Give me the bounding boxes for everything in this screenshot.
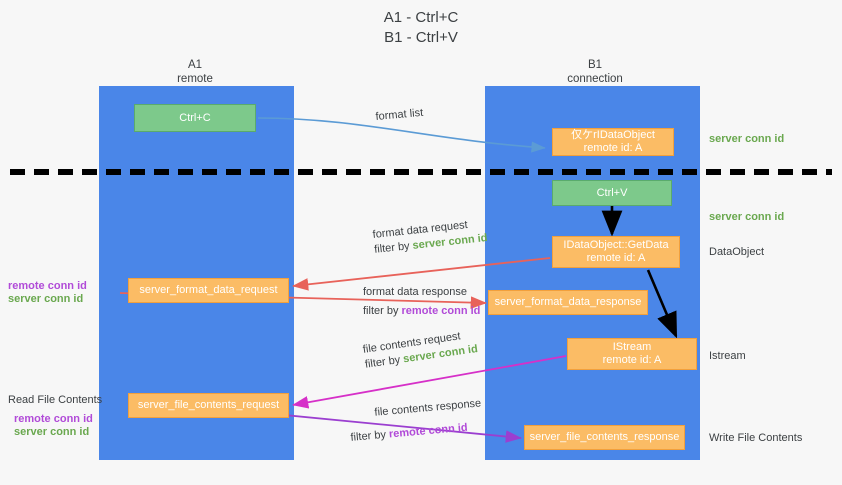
flow-label-format-list-text: format list — [375, 106, 424, 123]
box-getdata-line1: IDataObject::GetData — [563, 239, 669, 251]
box-getdata-line2: remote id: A — [586, 252, 646, 264]
box-idataobject-top[interactable]: 仅ケrIDataObject remote id: A — [552, 128, 674, 156]
box-server-file-contents-request[interactable]: server_file_contents_request — [128, 393, 289, 418]
box-server-file-contents-response-label: server_file_contents_response — [529, 431, 680, 443]
arrow-file-contents-request — [292, 355, 567, 409]
filter-prefix: filter by — [363, 305, 399, 317]
column-header-a1-sub: remote — [177, 73, 213, 85]
box-idataobject-getdata[interactable]: IDataObject::GetData remote id: A — [552, 236, 680, 268]
column-header-a1-name: A1 — [187, 59, 203, 71]
left-label-server-conn-id-2: server conn id — [14, 426, 90, 438]
box-idataobject-top-line1: 仅ケrIDataObject — [571, 129, 655, 141]
title-line-1: A1 - Ctrl+C — [383, 9, 459, 26]
box-server-file-contents-response[interactable]: server_file_contents_response — [524, 425, 685, 450]
box-server-format-data-request-label: server_format_data_request — [139, 284, 278, 296]
arrow-getdata-to-istream — [646, 269, 678, 339]
box-istream[interactable]: IStream remote id: A — [567, 338, 697, 370]
column-header-b1-name: B1 — [587, 59, 603, 71]
box-istream-line2: remote id: A — [602, 354, 662, 366]
box-istream-line1: IStream — [612, 341, 652, 353]
column-header-b1: B1 connection — [530, 58, 660, 86]
box-ctrl-v[interactable]: Ctrl+V — [552, 180, 672, 206]
left-label-server-conn-id-1: server conn id — [8, 293, 84, 305]
box-server-format-data-response[interactable]: server_format_data_response — [488, 290, 648, 315]
filter-value-remote-conn-id: remote conn id — [401, 305, 481, 317]
flow-label-format-data-response: format data response filter by remote co… — [363, 285, 480, 319]
box-server-file-contents-request-label: server_file_contents_request — [137, 399, 280, 411]
box-server-format-data-request[interactable]: server_format_data_request — [128, 278, 289, 303]
arrow-format-data-request — [292, 257, 551, 291]
right-label-write-file-contents: Write File Contents — [709, 432, 803, 444]
filter-prefix: filter by — [350, 428, 387, 444]
filter-prefix: filter by — [364, 353, 402, 371]
left-label-read-file-contents: Read File Contents — [8, 394, 103, 406]
arrow-format-list — [257, 117, 546, 153]
left-label-remote-conn-id-1: remote conn id — [8, 280, 87, 292]
box-ctrl-v-label: Ctrl+V — [596, 186, 628, 199]
right-label-server-conn-id-mid: server conn id — [709, 211, 785, 223]
filter-prefix: filter by — [373, 240, 411, 256]
title-line-2: B1 - Ctrl+V — [384, 29, 458, 46]
left-label-remote-conn-id-2: remote conn id — [14, 413, 93, 425]
box-ctrl-c-label: Ctrl+C — [179, 111, 211, 124]
right-label-server-conn-id-top: server conn id — [709, 133, 785, 145]
column-header-b1-sub: connection — [567, 73, 623, 85]
right-label-dataobject: DataObject — [709, 246, 765, 258]
column-header-a1: A1 remote — [130, 58, 260, 86]
box-idataobject-top-line2: remote id: A — [583, 142, 643, 154]
box-server-format-data-response-label: server_format_data_response — [494, 296, 642, 308]
diagram-title: A1 - Ctrl+C B1 - Ctrl+V — [0, 8, 842, 48]
right-label-istream: Istream — [709, 350, 746, 362]
flow-label-format-data-response-text: format data response — [363, 286, 467, 298]
box-ctrl-c[interactable]: Ctrl+C — [134, 104, 256, 132]
flow-label-format-data-response-filter: filter by remote conn id — [363, 304, 480, 319]
